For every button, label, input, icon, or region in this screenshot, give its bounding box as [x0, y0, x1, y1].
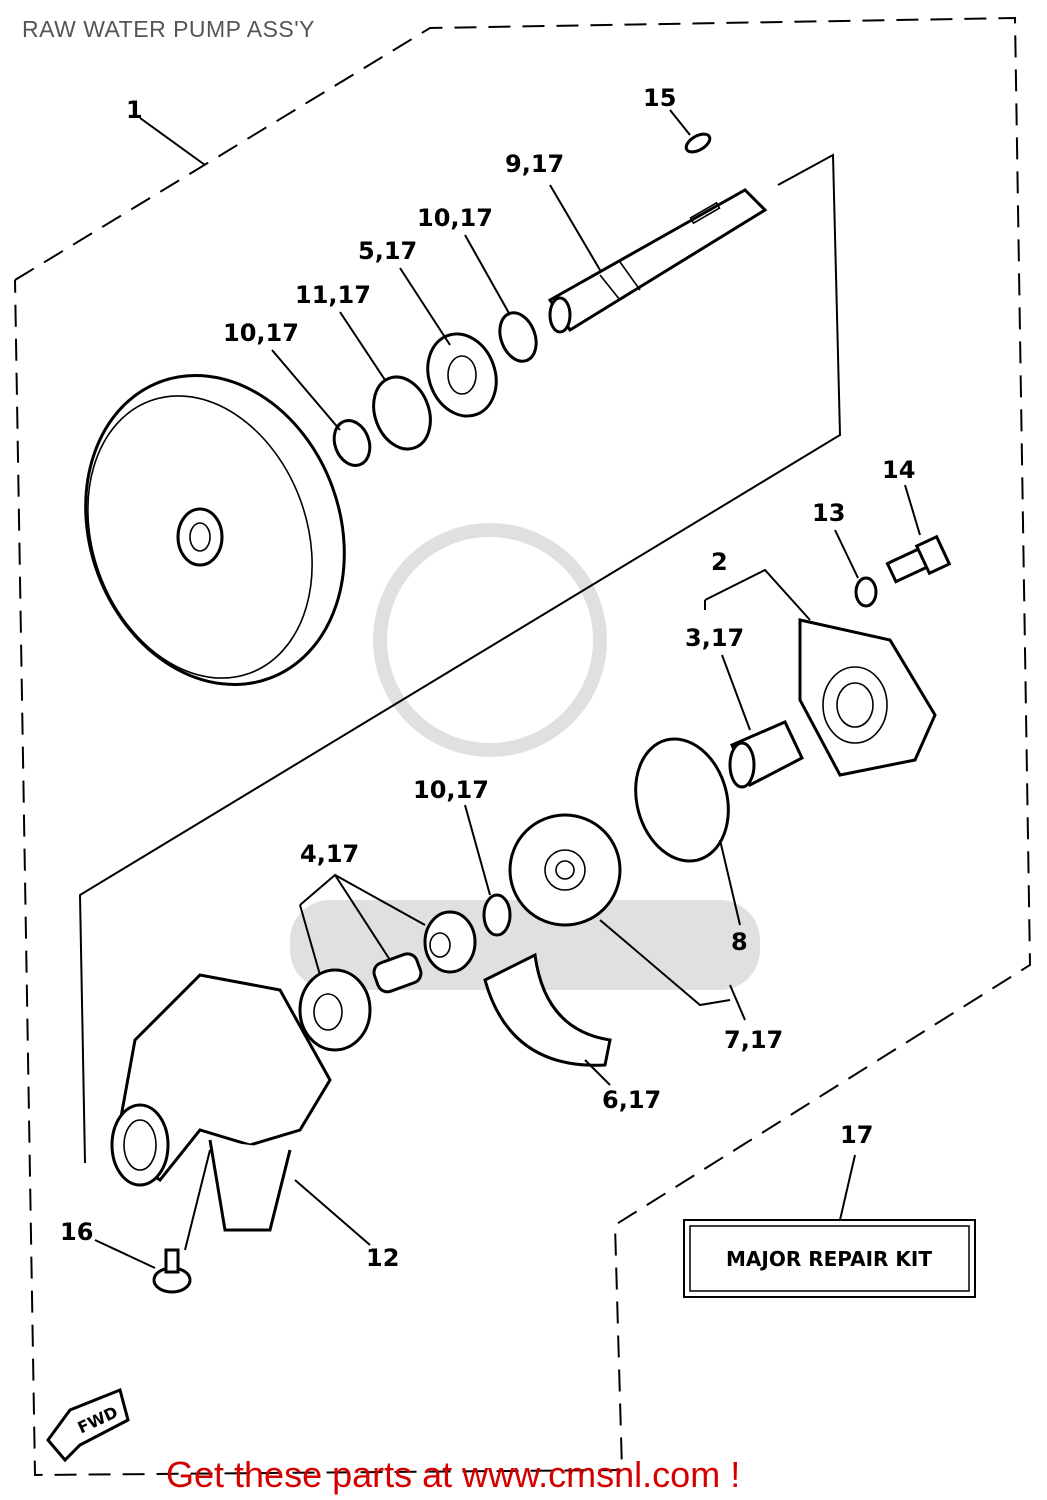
callout-10-17: 10,17 [413, 776, 489, 804]
callout-1: 1 [126, 96, 143, 124]
assembly-boundary [14, 16, 1032, 1477]
kit-label: MAJOR REPAIR KIT [726, 1247, 932, 1271]
o-ring-part [634, 737, 730, 863]
circlip-part [482, 893, 512, 937]
callout-7-17: 7,17 [724, 1026, 783, 1054]
key-part [684, 132, 712, 154]
shaft-part [547, 188, 768, 334]
callout-10-17: 10,17 [223, 319, 299, 347]
forward-arrow-icon: FWD [46, 1387, 130, 1463]
circlip-part [332, 419, 372, 467]
callout-2: 2 [711, 548, 728, 576]
callout-11-17: 11,17 [295, 281, 371, 309]
footer-link[interactable]: Get these parts at www.cmsnl.com ! [166, 1454, 741, 1495]
impeller-part [508, 813, 622, 927]
leader-lines [94, 109, 921, 1269]
callout-15: 15 [643, 84, 676, 112]
callout-9-17: 9,17 [505, 150, 564, 178]
subassembly-boundary [78, 153, 842, 1164]
seal-part [298, 968, 372, 1052]
screw-part [152, 1248, 192, 1294]
pump-cover-part [798, 618, 937, 777]
callout-14: 14 [882, 456, 915, 484]
major-repair-kit-box: MAJOR REPAIR KIT [683, 1219, 976, 1298]
callout-10-17: 10,17 [417, 204, 493, 232]
callout-5-17: 5,17 [358, 237, 417, 265]
callout-8: 8 [731, 928, 748, 956]
spring-part [372, 952, 423, 994]
snap-ring-part [372, 375, 432, 451]
bushing-part [728, 720, 804, 789]
callout-17: 17 [840, 1121, 873, 1149]
diagram-title: RAW WATER PUMP ASS'Y [22, 16, 315, 42]
callout-4-17: 4,17 [300, 840, 359, 868]
callout-13: 13 [812, 499, 845, 527]
callout-12: 12 [366, 1244, 399, 1272]
pump-housing-part [110, 973, 332, 1232]
bolt-part [885, 534, 952, 584]
callout-16: 16 [60, 1218, 93, 1246]
circlip-part [498, 311, 538, 363]
washer-part [854, 576, 878, 608]
pulley-part [84, 373, 346, 687]
callout-3-17: 3,17 [685, 624, 744, 652]
callout-6-17: 6,17 [602, 1086, 661, 1114]
cam-plate-part [483, 952, 612, 1067]
bearing-part [426, 332, 498, 418]
